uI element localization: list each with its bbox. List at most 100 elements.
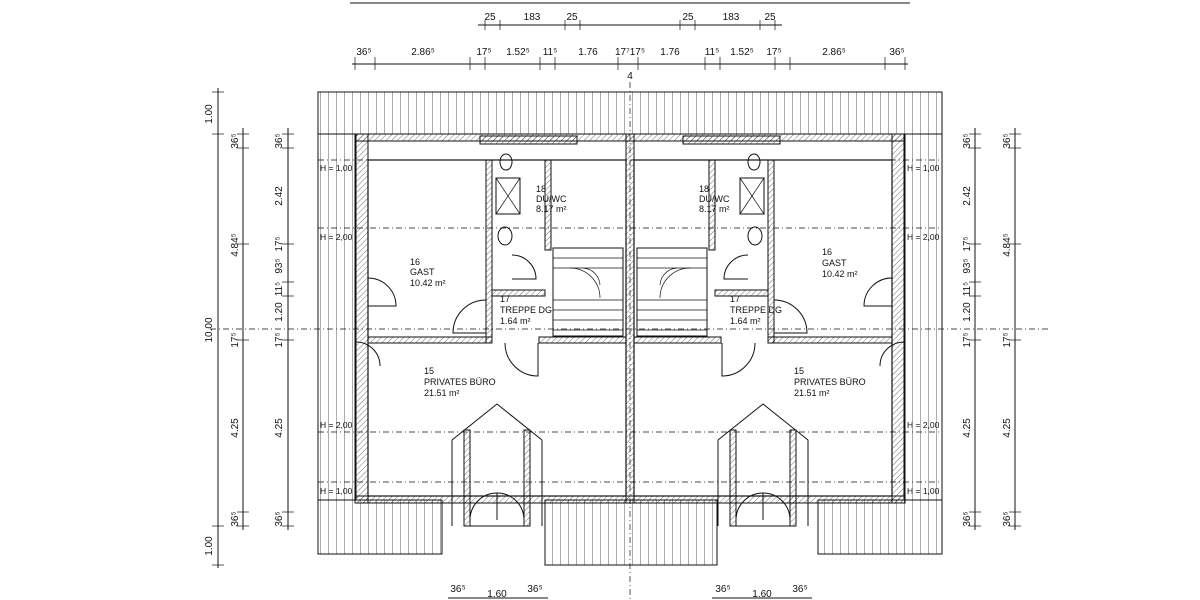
top-row2-8: 1.76 xyxy=(660,47,680,58)
left-inner2-3: 17⁵ xyxy=(274,236,285,251)
left-stair-area: 1.64 m² xyxy=(500,316,531,326)
left-office-area: 21.51 m² xyxy=(424,388,460,398)
left-inner2-2: 2.42 xyxy=(274,186,285,206)
top-row2-4: 1.52⁵ xyxy=(506,47,530,58)
height-lines xyxy=(318,159,942,483)
top-dim-2: 183 xyxy=(524,12,541,23)
right-office-name: PRIVATES BÜRO xyxy=(794,377,866,387)
h-label-left-3: H = 2,00 xyxy=(320,420,353,430)
right-inner-7: 17⁵ xyxy=(962,332,973,347)
left-inner2-5: 11⁵ xyxy=(274,282,285,297)
left-office-name: PRIVATES BÜRO xyxy=(424,377,496,387)
top-dimension-chains: 25 183 25 25 183 25 36⁵ 2.86⁵ 17⁵ 1.52⁵ … xyxy=(350,2,910,82)
top-dim-6: 25 xyxy=(764,12,776,23)
right-inner-9: 36⁵ xyxy=(962,511,973,526)
h-label-left-2: H = 2,00 xyxy=(320,232,353,242)
left-stair-name: TREPPE DG xyxy=(500,305,552,315)
left-inner-5: 36⁵ xyxy=(230,511,241,526)
right-outer-3: 17⁵ xyxy=(1002,332,1013,347)
top-row2-7: 17⁷17⁵ xyxy=(615,47,645,58)
left-inner-1: 36⁵ xyxy=(230,133,241,148)
top-dim-4: 25 xyxy=(682,12,694,23)
right-dimension-chains: 36⁵ 2.42 17⁵ 93⁵ 11⁵ 1.20 17⁵ 4.25 36⁵ 3… xyxy=(962,128,1021,530)
right-outer-1: 36⁵ xyxy=(1002,133,1013,148)
right-guest-num: 16 xyxy=(822,247,832,257)
bottom-left-2: 1.60 xyxy=(487,589,507,600)
h-label-left-1: H = 1,00 xyxy=(320,163,353,173)
height-labels: H = 1,00 H = 2,00 H = 2,00 H = 1,00 H = … xyxy=(320,163,940,496)
bottom-left-1: 36⁵ xyxy=(450,584,465,595)
h-label-right-1: H = 1,00 xyxy=(907,163,940,173)
left-inner-4: 4.25 xyxy=(230,418,241,438)
right-outer-5: 36⁵ xyxy=(1002,511,1013,526)
left-outer-1: 1.00 xyxy=(204,104,215,124)
bottom-dimension-chains: 36⁵ 1.60 36⁵ 36⁵ 1.60 36⁵ xyxy=(448,584,812,600)
bath-fixtures xyxy=(495,153,765,246)
top-row2-3: 17⁵ xyxy=(476,47,491,58)
top-row2-1: 36⁵ xyxy=(356,47,371,58)
left-outer-3: 1.00 xyxy=(204,536,215,556)
left-bath-name: DU/WC xyxy=(536,194,567,204)
top-row2-11: 17⁵ xyxy=(766,47,781,58)
left-inner2-4: 93⁵ xyxy=(274,258,285,273)
top-row2-13: 36⁵ xyxy=(889,47,904,58)
right-stair-num: 17 xyxy=(730,294,740,304)
right-stair-area: 1.64 m² xyxy=(730,316,761,326)
left-inner-3: 17⁵ xyxy=(230,332,241,347)
left-guest-name: GAST xyxy=(410,267,435,277)
left-inner2-1: 36⁵ xyxy=(274,133,285,148)
top-row2-5: 11⁵ xyxy=(543,47,558,58)
top-row2-12: 2.86⁵ xyxy=(822,47,846,58)
left-guest-num: 16 xyxy=(410,257,420,267)
h-label-right-3: H = 2,00 xyxy=(907,420,940,430)
top-row2-6: 1.76 xyxy=(578,47,598,58)
right-inner-4: 93⁵ xyxy=(962,258,973,273)
right-stair-name: TREPPE DG xyxy=(730,305,782,315)
right-bath-num: 18 xyxy=(699,184,709,194)
left-inner-2: 4.84⁵ xyxy=(230,233,241,257)
top-row2-2: 2.86⁵ xyxy=(411,47,435,58)
partition-walls xyxy=(367,135,893,344)
top-row2-9: 11⁵ xyxy=(705,47,720,58)
dormers-bottom xyxy=(451,403,809,527)
bottom-right-2: 1.60 xyxy=(752,589,772,600)
right-inner-5: 11⁵ xyxy=(962,282,973,297)
left-inner2-9: 36⁵ xyxy=(274,511,285,526)
right-outer-4: 4.25 xyxy=(1002,418,1013,438)
bottom-right-1: 36⁵ xyxy=(715,584,730,595)
doors xyxy=(355,254,905,410)
bottom-left-3: 36⁵ xyxy=(527,584,542,595)
right-bath-area: 8.17 m² xyxy=(699,204,730,214)
right-inner-6: 1.20 xyxy=(962,302,973,322)
right-guest-name: GAST xyxy=(822,258,847,268)
left-inner2-6: 1.20 xyxy=(274,302,285,322)
left-inner2-8: 4.25 xyxy=(274,418,285,438)
h-label-left-4: H = 1,00 xyxy=(320,486,353,496)
bottom-right-3: 36⁵ xyxy=(792,584,807,595)
right-guest-area: 10.42 m² xyxy=(822,269,858,279)
left-dimension-chains: 1.00 10.00 1.00 36⁵ 4.84⁵ 17⁵ 4.25 36⁵ 3… xyxy=(204,88,294,568)
right-bath-name: DU/WC xyxy=(699,194,730,204)
right-inner-1: 36⁵ xyxy=(962,133,973,148)
h-label-right-4: H = 1,00 xyxy=(907,486,940,496)
right-inner-3: 17⁵ xyxy=(962,236,973,251)
left-stair-num: 17 xyxy=(500,294,510,304)
right-inner-2: 2.42 xyxy=(962,186,973,206)
room-labels: 18 DU/WC 8.17 m² 16 GAST 10.42 m² 17 TRE… xyxy=(410,184,866,398)
top-dim-5: 183 xyxy=(723,12,740,23)
left-bath-num: 18 xyxy=(536,184,546,194)
outer-walls xyxy=(354,133,906,504)
right-inner-8: 4.25 xyxy=(962,418,973,438)
left-outer-2: 10.00 xyxy=(204,317,215,342)
staircases xyxy=(552,247,708,337)
roof-eaves xyxy=(317,91,943,566)
h-label-right-2: H = 2,00 xyxy=(907,232,940,242)
right-outer-2: 4.84⁵ xyxy=(1002,233,1013,257)
right-office-area: 21.51 m² xyxy=(794,388,830,398)
top-dim-3: 25 xyxy=(566,12,578,23)
left-bath-area: 8.17 m² xyxy=(536,204,567,214)
axis-label: 4 xyxy=(627,71,633,82)
right-office-num: 15 xyxy=(794,366,804,376)
top-row2-10: 1.52⁵ xyxy=(730,47,754,58)
